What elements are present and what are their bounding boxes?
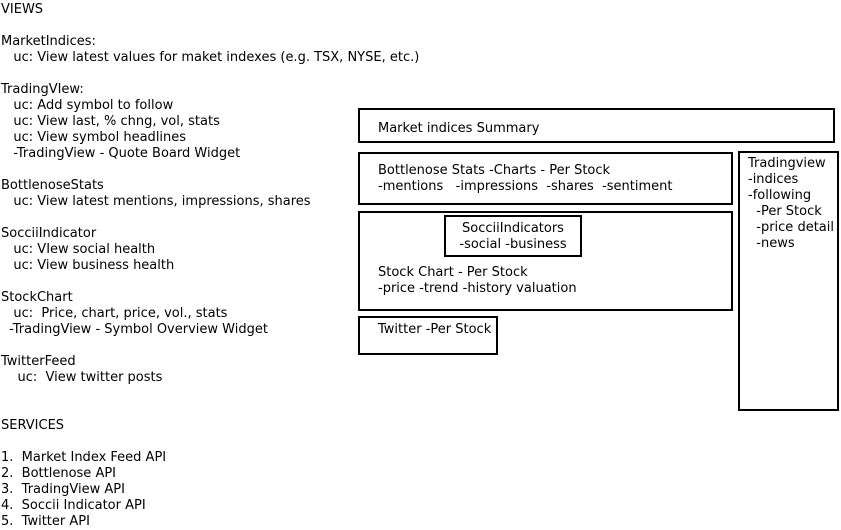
views-section: VIEWS MarketIndices: uc: View latest val… [1,2,419,530]
view-group-bottlenosestats: BottlenoseStats uc: View latest mentions… [1,178,419,210]
tradingview-panel: Tradingview-indices-following -Per Stock… [738,151,839,411]
use-case-line: uc: View latest values for maket indexes… [1,50,420,65]
bottlenose-stats-fields: -mentions -impressions -shares -sentimen… [378,179,673,194]
use-case-line: uc: Add symbol to follow [1,98,174,113]
stock-chart-text: Stock Chart - Per Stock -price -trend -h… [378,265,577,297]
use-case-line: uc: View latest mentions, impressions, s… [1,194,311,209]
service-item: 5. Twitter API [1,514,90,529]
market-indices-summary-label: Market indices Summary [378,121,540,136]
view-group-title: BottlenoseStats [1,178,104,193]
service-item: 3. TradingView API [1,482,125,497]
use-case-line: uc: View last, % chng, vol, stats [1,114,220,129]
twitter-per-stock-label: Twitter -Per Stock [378,322,492,337]
services-heading: SERVICES [1,418,65,433]
view-group-tradingview: TradingVIew: uc: Add symbol to follow uc… [1,82,419,162]
view-group-stockchart: StockChart uc: Price, chart, price, vol.… [1,290,419,338]
tradingview-panel-line: -following [748,188,812,203]
use-case-line: uc: VIew social health [1,242,156,257]
view-group-title: StockChart [1,290,73,305]
view-group-title: TradingVIew: [1,82,84,97]
use-case-line: uc: View symbol headlines [1,130,187,145]
view-group-title: TwitterFeed [1,354,76,369]
soccii-indicators-box: SocciiIndicators -social -business [444,215,582,257]
service-item: 2. Bottlenose API [1,466,117,481]
view-group-socciiindicator: SocciiIndicator uc: VIew social health u… [1,226,419,274]
tradingview-panel-line: -news [748,236,795,251]
view-group-lines: uc: Price, chart, price, vol., stats -Tr… [1,306,419,338]
tradingview-panel-line: -indices [748,172,799,187]
view-group-marketindices: MarketIndices: uc: View latest values fo… [1,34,419,66]
bottlenose-stats-title: Bottlenose Stats -Charts - Per Stock [378,163,611,178]
view-group-twitterfeed: TwitterFeed uc: View twitter posts [1,354,419,386]
tradingview-panel-line: -Per Stock [748,204,822,219]
tradingview-panel-lines: Tradingview-indices-following -Per Stock… [748,156,837,252]
use-case-line: -TradingView - Symbol Overview Widget [1,322,268,337]
twitter-per-stock-box: Twitter -Per Stock [358,316,498,355]
use-case-line: uc: View business health [1,258,175,273]
soccii-indicators-fields: -social -business [459,237,567,252]
view-group-lines: uc: View latest mentions, impressions, s… [1,194,419,210]
service-item: 4. Soccii Indicator API [1,498,146,513]
tradingview-panel-line: Tradingview [748,156,826,171]
stock-chart-box: SocciiIndicators -social -business Stock… [358,211,733,311]
tradingview-panel-line: -price detail [748,220,834,235]
market-indices-summary-box: Market indices Summary [358,108,835,143]
use-case-line: -TradingView - Quote Board Widget [1,146,241,161]
view-group-title: SocciiIndicator [1,226,97,241]
soccii-indicators-title: SocciiIndicators [462,221,564,236]
use-case-line: uc: View twitter posts [1,370,163,385]
view-group-lines: uc: Add symbol to follow uc: View last, … [1,98,419,162]
view-group-title: MarketIndices: [1,34,96,49]
view-group-lines: uc: View latest values for maket indexes… [1,50,419,66]
view-group-lines: uc: VIew social health uc: View business… [1,242,419,274]
stock-chart-title: Stock Chart - Per Stock [378,265,528,280]
views-heading: VIEWS [1,2,44,17]
use-case-line: uc: Price, chart, price, vol., stats [1,306,228,321]
view-group-lines: uc: View twitter posts [1,370,419,386]
service-item: 1. Market Index Feed API [1,450,167,465]
bottlenose-stats-box: Bottlenose Stats -Charts - Per Stock -me… [358,152,733,205]
stock-chart-fields: -price -trend -history valuation [378,281,577,296]
